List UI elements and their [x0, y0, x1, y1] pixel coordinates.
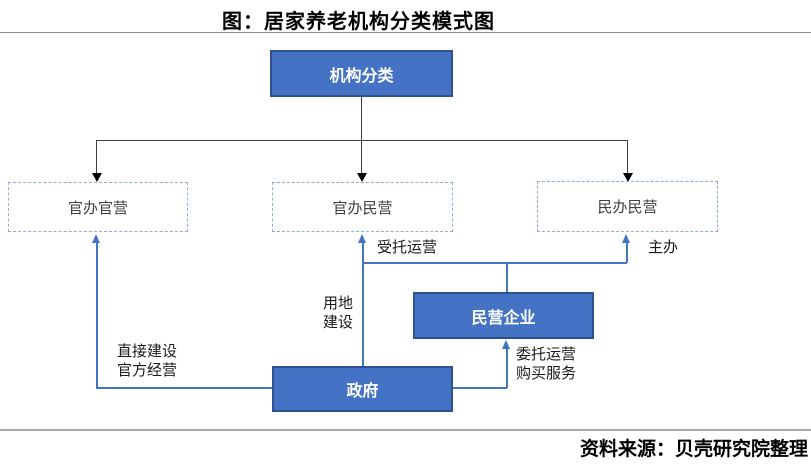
node-government-label: 政府	[346, 383, 379, 400]
edge-label-direct-line2: 官方经营	[117, 362, 178, 379]
edge-label-land-line1: 用地	[323, 295, 354, 312]
connector-gov-to-enterprise-vertical	[506, 349, 508, 388]
node-private-run-private-operated-label: 民办民营	[597, 199, 658, 216]
node-institution-classification: 机构分类	[270, 50, 453, 97]
edge-label-entrusted-operation: 受托运营	[377, 239, 438, 256]
connector-gov-to-enterprise-horizontal	[453, 387, 507, 389]
data-source-note: 资料来源：贝壳研究院整理	[579, 439, 808, 460]
connector-drop-left	[96, 140, 97, 174]
connector-root-stem	[361, 97, 362, 140]
figure-title: 图：居家养老机构分类模式图	[222, 11, 495, 33]
node-gov-run-private-operated-label: 官办民营	[332, 199, 393, 217]
node-private-run-private-operated: 民办民营	[537, 181, 718, 232]
arrowhead-up-enterprise-icon	[502, 340, 510, 349]
node-gov-run-gov-operated: 官办官营	[8, 182, 188, 232]
arrowhead-up-govgov-icon	[92, 234, 100, 243]
arrowhead-down-left-icon	[92, 173, 102, 182]
edge-label-host: 主办	[648, 239, 679, 256]
edge-label-direct-line1: 直接建设	[117, 343, 178, 360]
node-private-enterprise-label: 民营企业	[471, 309, 536, 327]
connector-drop-right	[627, 140, 628, 174]
arrowhead-down-right-icon	[623, 173, 633, 182]
node-gov-run-private-operated: 官办民营	[272, 182, 453, 232]
node-private-enterprise: 民营企业	[413, 292, 594, 339]
edge-label-commission: 委托运营 购买服务	[516, 345, 576, 383]
edge-label-land-line2: 建设	[323, 314, 354, 331]
edge-label-direct-build: 直接建设 官方经营	[117, 342, 177, 380]
connector-branch-to-privateprivate	[626, 243, 628, 263]
title-divider-line	[0, 32, 811, 33]
arrowhead-down-center-icon	[357, 173, 367, 182]
edge-label-commission-line2: 购买服务	[516, 365, 577, 382]
connector-drop-center	[361, 140, 362, 174]
connector-branch-horizontal	[96, 140, 628, 141]
connector-gov-to-govgov-horizontal	[96, 387, 272, 389]
connector-enterprise-riser	[506, 262, 508, 292]
footer-divider-line	[0, 429, 811, 431]
node-government: 政府	[272, 366, 453, 412]
node-institution-classification-label: 机构分类	[329, 67, 394, 85]
edge-label-land-construction: 用地 建设	[323, 294, 353, 332]
arrowhead-up-govprivate-icon	[358, 234, 366, 243]
connector-gov-to-govgov-vertical	[96, 243, 98, 388]
arrowhead-up-privateprivate-icon	[622, 234, 630, 243]
node-gov-run-gov-operated-label: 官办官营	[67, 199, 128, 217]
edge-label-commission-line1: 委托运营	[516, 346, 577, 363]
connector-enterprise-branch-horizontal	[362, 262, 627, 264]
connector-gov-to-govprivate-vertical	[362, 243, 364, 366]
